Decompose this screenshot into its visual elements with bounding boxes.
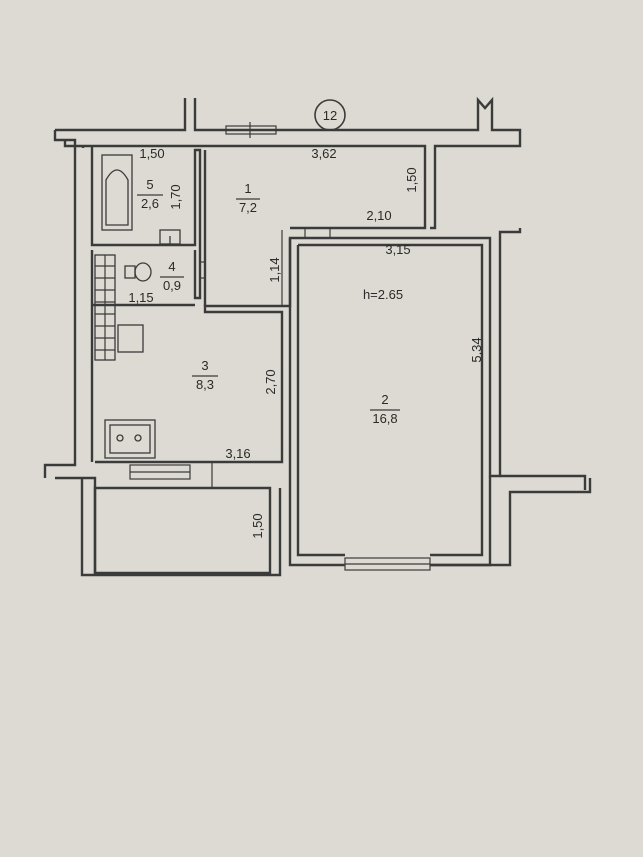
room-5-area: 2,6	[141, 196, 159, 211]
wc-wall	[90, 250, 195, 462]
kitchen-counter	[117, 324, 144, 353]
axis-circle	[314, 99, 346, 131]
dim-kitchen-width: 3,16	[225, 446, 250, 461]
dim-bath-width: 1,50	[139, 146, 164, 161]
toilet	[134, 262, 152, 282]
dim-kitchen-depth: 2,70	[263, 369, 278, 394]
dim-hall-depth: 1,50	[404, 167, 419, 192]
left-wall	[43, 130, 97, 575]
room2-inner	[296, 243, 484, 557]
toilet-tank	[124, 265, 136, 279]
room2-perimeter	[288, 238, 492, 567]
axis-marker-label: 12	[323, 108, 337, 123]
dim-wc-width: 1,15	[128, 290, 153, 305]
balcony	[93, 486, 272, 575]
stove	[104, 419, 156, 459]
walls	[43, 96, 592, 577]
axis-marker: 12	[314, 99, 346, 131]
room-1-area: 7,2	[239, 200, 257, 215]
bathtub	[101, 154, 133, 231]
room-4-number: 4	[168, 259, 175, 274]
dim-room2-width: 3,15	[385, 242, 410, 257]
stove-inner	[109, 424, 151, 454]
top-wall	[55, 96, 522, 230]
dim-hall-width: 3,62	[311, 146, 336, 161]
burner-left	[116, 434, 124, 442]
kitchen-bottom-wall	[95, 228, 522, 478]
room-4-area: 0,9	[163, 278, 181, 293]
top-wall-inner	[63, 140, 427, 230]
dim-passage: 1,14	[267, 257, 282, 282]
room-2-number: 2	[381, 392, 388, 407]
room-2-area: 16,8	[372, 411, 397, 426]
room-1-number: 1	[244, 181, 251, 196]
dim-room2-depth: 5,34	[469, 337, 484, 362]
right-wall	[430, 474, 592, 567]
room-labels: 1 7,2 2 16,8 3 8,3 4 0,9 5 2,6 h=2.65	[137, 177, 403, 426]
dim-balcony-depth: 1,50	[250, 513, 265, 538]
room-3-area: 8,3	[196, 377, 214, 392]
openings	[129, 122, 431, 571]
bathtub-inner	[105, 169, 129, 226]
room-3-number: 3	[201, 358, 208, 373]
dimensions: 1,50 1,70 3,62 1,50 2,10 1,14 3,15 5,34 …	[128, 146, 484, 539]
burner-right	[134, 434, 142, 442]
top-window	[225, 125, 277, 135]
ceiling-height: h=2.65	[363, 287, 403, 302]
dim-bath-depth: 1,70	[168, 184, 183, 209]
balcony-outer	[80, 478, 282, 577]
dim-hall-partial: 2,10	[366, 208, 391, 223]
fixtures	[94, 154, 181, 459]
bath-wall	[90, 146, 202, 300]
room-5-number: 5	[146, 177, 153, 192]
